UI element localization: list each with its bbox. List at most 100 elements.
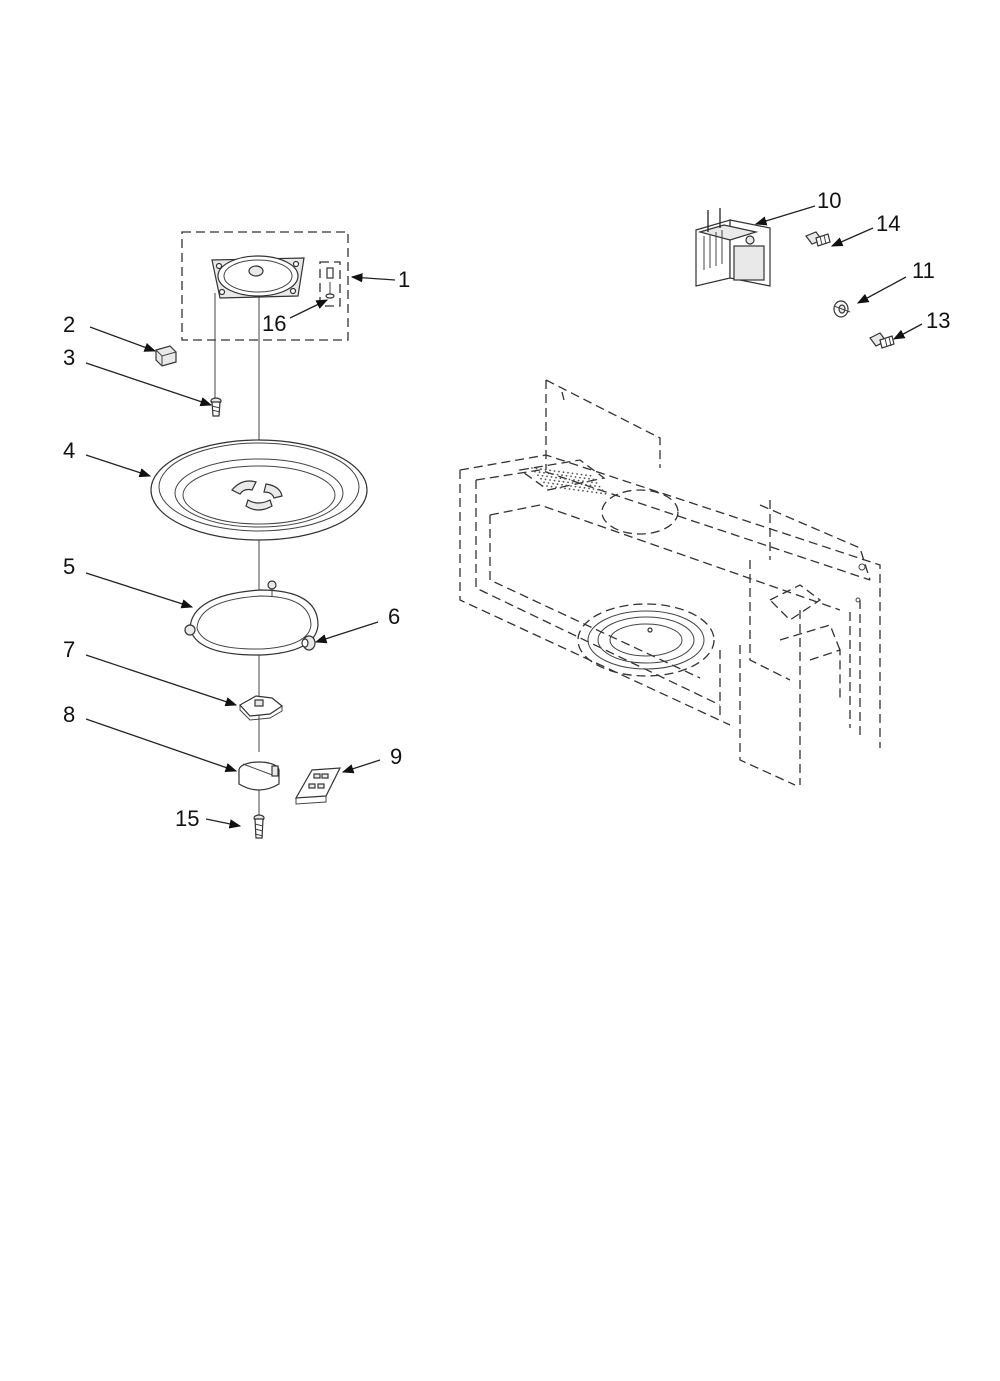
- vent-dot: [535, 467, 538, 470]
- vent-dot: [598, 485, 601, 488]
- leader-6: [314, 621, 379, 644]
- bracket-part-9: [294, 767, 342, 805]
- microwave-cavity-outline: [459, 379, 881, 786]
- leader-11: [856, 276, 907, 304]
- coupler-part-7: [239, 695, 284, 721]
- vent-dot: [591, 491, 593, 493]
- callout-10: 10: [817, 188, 841, 213]
- vent-dot: [544, 478, 547, 481]
- vent-dot: [555, 476, 557, 479]
- callout-15: 15: [175, 806, 199, 831]
- vent-dot: [573, 488, 575, 491]
- vent-dot: [585, 474, 587, 477]
- vent-dot: [543, 481, 545, 484]
- vent-dot: [594, 485, 596, 487]
- vent-dot: [546, 485, 548, 487]
- vent-dot: [576, 482, 578, 485]
- vent-dot: [595, 482, 598, 484]
- callout-16: 16: [262, 311, 286, 336]
- vent-dot: [547, 482, 550, 484]
- vent-dot: [561, 474, 563, 477]
- vent-dot: [550, 476, 553, 478]
- mounting-plate-part: [211, 255, 305, 299]
- vent-perforations: [531, 467, 607, 495]
- vent-dot: [559, 486, 562, 489]
- vent-dot: [553, 470, 556, 472]
- clip-part-11: [833, 300, 851, 318]
- vent-dot: [583, 486, 586, 489]
- vent-dot: [565, 474, 568, 477]
- vent-dot: [568, 488, 571, 490]
- vent-dot: [555, 486, 557, 489]
- vent-dot: [579, 476, 581, 479]
- vent-dot: [577, 489, 580, 492]
- part-16-group-box: [319, 261, 341, 307]
- vent-dot: [579, 486, 581, 489]
- vent-dot: [604, 492, 607, 495]
- screw-part-13: [869, 332, 895, 349]
- vent-dot: [601, 489, 604, 492]
- vent-dot: [567, 481, 569, 484]
- vent-dot: [558, 480, 560, 483]
- vent-dot: [543, 471, 545, 474]
- callout-1: 1: [398, 267, 410, 292]
- roller-ring-part-5: [184, 580, 319, 656]
- leader-7: [85, 654, 238, 707]
- callout-labels: 1 2 3 4 5 6 7 8 9 10 11 13 14 15 16: [63, 188, 950, 831]
- leader-lines: [85, 205, 923, 829]
- screw-part-14: [805, 231, 831, 247]
- vent-dot: [582, 489, 584, 492]
- callout-2: 2: [63, 312, 75, 337]
- callout-14: 14: [876, 211, 900, 236]
- vent-dot: [573, 479, 575, 481]
- vent-dot: [541, 474, 544, 477]
- callout-13: 13: [926, 308, 950, 333]
- vent-dot: [589, 474, 592, 477]
- vent-dot: [544, 468, 547, 471]
- leader-4: [85, 454, 152, 478]
- part-1-group-box: [181, 231, 349, 341]
- callout-6: 6: [388, 604, 400, 629]
- leader-1: [350, 273, 396, 283]
- vent-dot: [558, 470, 560, 473]
- leader-5: [85, 572, 194, 609]
- vent-dot: [591, 481, 593, 484]
- vent-dot: [537, 474, 539, 477]
- screw-part-3: [210, 397, 222, 417]
- vent-dot: [580, 483, 583, 486]
- callout-7: 7: [63, 637, 75, 662]
- vent-dot: [559, 477, 562, 480]
- leader-14: [830, 227, 874, 247]
- vent-dot: [534, 470, 536, 473]
- vent-dot: [556, 473, 559, 476]
- vent-dot: [564, 487, 566, 490]
- vent-dot: [597, 488, 599, 491]
- callout-9: 9: [390, 744, 402, 769]
- magnetron-part-10: [695, 208, 771, 287]
- vent-dot: [586, 490, 589, 493]
- callout-5: 5: [63, 554, 75, 579]
- vent-dot: [571, 472, 574, 475]
- cap-part-2: [155, 345, 177, 367]
- callout-4: 4: [63, 438, 75, 463]
- vent-dot: [567, 471, 569, 474]
- vent-dot: [592, 488, 595, 490]
- vent-dot: [571, 482, 574, 484]
- vent-dot: [552, 482, 554, 485]
- vent-dot: [576, 473, 578, 475]
- screw-part-15: [253, 814, 265, 839]
- vent-dot: [570, 475, 572, 478]
- vent-dot: [565, 484, 568, 487]
- leader-9: [341, 759, 381, 774]
- vent-dot: [570, 485, 572, 487]
- vent-dot: [595, 491, 598, 494]
- vent-dot: [600, 492, 602, 495]
- leader-2: [89, 326, 157, 352]
- clip-part-16: [325, 267, 335, 299]
- vent-dot: [580, 473, 583, 476]
- callout-3: 3: [63, 345, 75, 370]
- vent-dot: [546, 475, 548, 478]
- vent-dot: [586, 480, 589, 483]
- motor-part-8: [238, 761, 280, 791]
